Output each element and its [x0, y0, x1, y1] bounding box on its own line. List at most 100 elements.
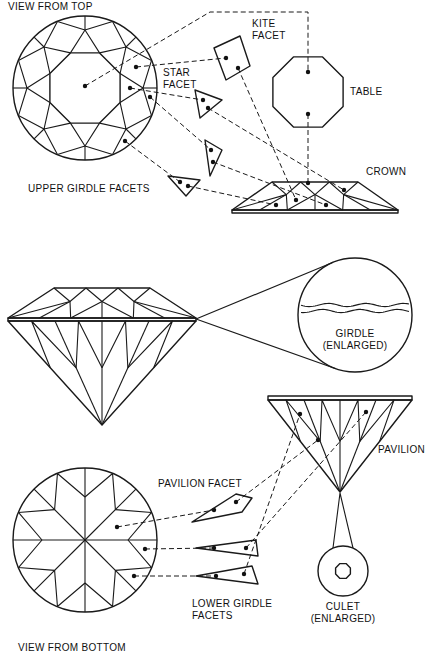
pavilion-ridge	[304, 400, 340, 492]
pavilion-ridge	[85, 540, 136, 591]
part-label: VIEW FROM TOP	[8, 1, 93, 13]
lower-girdle-edge	[115, 540, 151, 570]
kite-facet-edge	[71, 302, 134, 319]
kite-facet-edge	[18, 116, 57, 155]
leader-dot	[83, 84, 87, 88]
lower-girdle-facet	[196, 540, 258, 556]
upper-girdle-edge	[34, 37, 44, 47]
kite-facet-edge	[287, 195, 342, 210]
upper-girdle-edge	[134, 302, 165, 319]
kite-facet-edge	[113, 116, 152, 155]
pavilion-ridge	[340, 400, 376, 492]
crown-side-view	[232, 182, 398, 213]
part-label: PAVILION FACET	[158, 478, 242, 490]
leader-line	[238, 68, 296, 200]
kite-facet-edge	[133, 302, 196, 319]
kite-facet-edge	[343, 195, 398, 210]
crown-facets	[168, 36, 343, 196]
lower-girdle-edge	[85, 570, 115, 606]
lower-girdle-edge	[55, 570, 85, 606]
upper-girdle-edge	[126, 37, 136, 47]
star-facet-edge	[120, 73, 143, 102]
leader-dot	[209, 148, 213, 152]
leader-dot	[294, 198, 298, 202]
pavilion-ridge	[339, 400, 340, 492]
crown-outline	[232, 182, 398, 210]
node-outline	[298, 258, 412, 372]
lower-girdle-facet	[196, 566, 258, 584]
star-facet-edge	[86, 288, 118, 302]
upper-girdle-edge	[126, 129, 136, 139]
part-label: TABLE	[350, 86, 382, 98]
part-label: VIEW FROM BOTTOM	[18, 642, 126, 654]
leader-dot	[242, 572, 246, 576]
leader-line	[308, 114, 309, 183]
leader-line	[244, 414, 300, 574]
pavilion-ridge	[55, 321, 102, 425]
star-facet-edge	[70, 30, 99, 53]
upper-girdle-edge	[84, 16, 85, 30]
leader-dot	[186, 184, 190, 188]
lower-girdle-edge	[128, 321, 173, 368]
lower-girdle-edge	[32, 321, 77, 368]
culet-enlarged-circle: CULET (ENLARGED)	[305, 545, 381, 627]
upper-girdle-edge	[39, 302, 70, 319]
leader-dot	[206, 106, 210, 110]
star-facet-edge	[44, 47, 70, 73]
leader-dot	[211, 160, 215, 164]
pavilion-ridge	[84, 468, 85, 540]
girdle-outline	[13, 16, 157, 160]
star-facet-edge	[70, 123, 99, 146]
upper-girdle-edge	[101, 302, 102, 319]
leader-line	[117, 510, 214, 527]
upper-girdle-edge	[260, 195, 287, 210]
leader-line	[246, 412, 366, 548]
lower-girdle-edge	[85, 473, 115, 509]
girdle-outline	[13, 468, 157, 612]
upper-girdle-edge	[13, 87, 27, 88]
girdle-edge-wave	[301, 303, 409, 306]
leader-dot	[224, 56, 228, 60]
leader-dot	[342, 188, 346, 192]
star-facet-edge	[27, 73, 50, 102]
leader-dot	[274, 203, 278, 207]
pavilion-ridge	[85, 539, 157, 540]
leader-dot	[178, 180, 182, 184]
leader-line	[85, 12, 308, 86]
upper-girdle-facet	[168, 176, 200, 196]
upper-girdle-edge	[143, 87, 157, 88]
leader-line	[188, 186, 276, 205]
upper-girdle-facet	[205, 140, 222, 176]
kite-facet-edge	[113, 21, 152, 60]
star-facet-edge	[44, 103, 70, 129]
leader-dot	[123, 139, 127, 143]
table-outline	[50, 53, 120, 123]
kite-facet-edge	[8, 302, 71, 319]
part-label: PAVILION	[378, 444, 425, 456]
pavilion-ridge	[34, 489, 85, 540]
leader-dot	[324, 203, 328, 207]
pavilion-outline	[8, 321, 196, 425]
upper-girdle-edge	[34, 129, 44, 139]
lower-girdle-edge	[340, 400, 360, 441]
leader-dot	[306, 181, 310, 185]
kite-facet-edge	[18, 21, 57, 60]
enlarged-circle	[318, 546, 368, 596]
star-facet-edge	[100, 103, 126, 129]
kite-facet-edge	[232, 195, 287, 210]
node-label: CULET (ENLARGED)	[305, 601, 381, 625]
culet-pointer	[333, 493, 353, 548]
leader-dot	[134, 65, 138, 69]
crown-outline	[8, 288, 196, 318]
lower-girdle-edge	[320, 400, 340, 441]
leader-dot	[201, 98, 205, 102]
enlarged-circle	[298, 258, 412, 372]
star-facet-edge	[54, 288, 86, 302]
star-facet-edge	[272, 182, 301, 195]
leader-dot	[143, 547, 147, 551]
lower-girdle-edge	[18, 540, 54, 570]
leader-line	[213, 162, 326, 205]
star-facet-edge	[301, 182, 330, 195]
leader-dot	[306, 112, 310, 116]
